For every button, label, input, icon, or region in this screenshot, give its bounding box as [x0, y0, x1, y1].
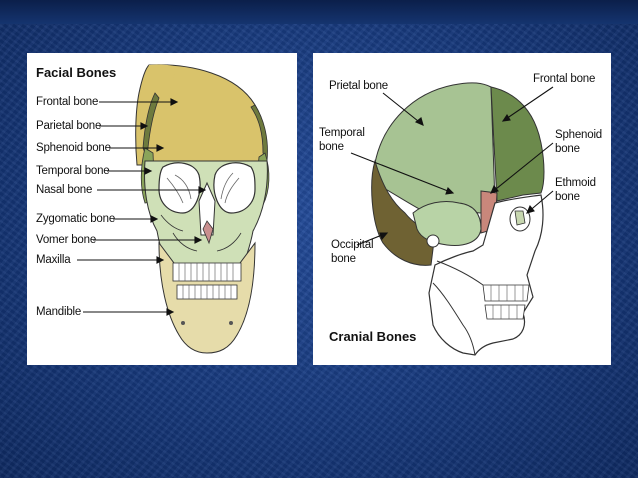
facial-label-temporal: Temporal bone — [36, 165, 110, 177]
facial-label-sphenoid: Sphenoid bone — [36, 142, 111, 154]
facial-label-parietal: Parietal bone — [36, 120, 102, 132]
cranial-label-occipital-line2: bone — [331, 253, 356, 265]
slide-top-band — [0, 0, 638, 24]
parietal-bone-region — [374, 82, 496, 214]
zygomatic-left — [160, 214, 184, 232]
lower-teeth — [484, 304, 526, 320]
facial-bones-title: Facial Bones — [36, 65, 117, 80]
cranial-label-sphenoid-line2: bone — [555, 143, 580, 155]
cranial-label-sphenoid-line1: Sphenoid — [555, 129, 602, 141]
facial-label-nasal: Nasal bone — [36, 184, 93, 196]
occipital-bone-region — [371, 159, 436, 266]
cranial-bones-panel: Prietal bone Frontal bone Temporal bone … — [313, 53, 611, 365]
mental-foramen-right — [229, 321, 233, 325]
upper-teeth — [172, 262, 242, 282]
cranial-label-temporal-line1: Temporal — [319, 127, 365, 139]
cranial-label-ethmoid-line1: Ethmoid — [555, 177, 596, 189]
facial-label-arrows — [77, 98, 207, 316]
ear-canal — [426, 234, 440, 248]
parietal-bone-right — [250, 104, 268, 163]
upper-teeth — [482, 284, 530, 302]
nasal-bone — [202, 220, 214, 245]
ethmoid-bone — [514, 210, 526, 226]
left-orbit — [158, 162, 201, 214]
cranial-label-parietal: Prietal bone — [329, 80, 388, 92]
cranial-skull-diagram — [350, 82, 554, 356]
frontal-bone-region — [490, 86, 545, 202]
cranial-label-temporal-line2: bone — [319, 141, 344, 153]
cranial-label-ethmoid-line2: bone — [555, 191, 580, 203]
cranial-label-occipital-line1: Occipital — [331, 239, 374, 251]
mental-foramen-left — [181, 321, 185, 325]
facial-skull-diagram — [77, 64, 270, 354]
frontal-bone-left — [140, 64, 177, 165]
mandible-outline — [432, 282, 476, 356]
facial-label-frontal: Frontal bone — [36, 96, 99, 108]
right-orbit — [213, 162, 256, 214]
facial-label-mandible: Mandible — [36, 306, 82, 318]
facial-label-zygomatic: Zygomatic bone — [36, 213, 116, 225]
nasal-bone-region — [198, 181, 216, 236]
cranial-label-arrows — [350, 86, 554, 246]
facial-label-vomer: Vomer bone — [36, 234, 97, 246]
cranial-label-frontal: Frontal bone — [533, 73, 596, 85]
cranial-bones-title: Cranial Bones — [329, 329, 417, 344]
facial-bones-panel: Facial Bones Frontal bone Parietal bone … — [27, 53, 297, 365]
facial-label-maxilla: Maxilla — [36, 254, 71, 266]
